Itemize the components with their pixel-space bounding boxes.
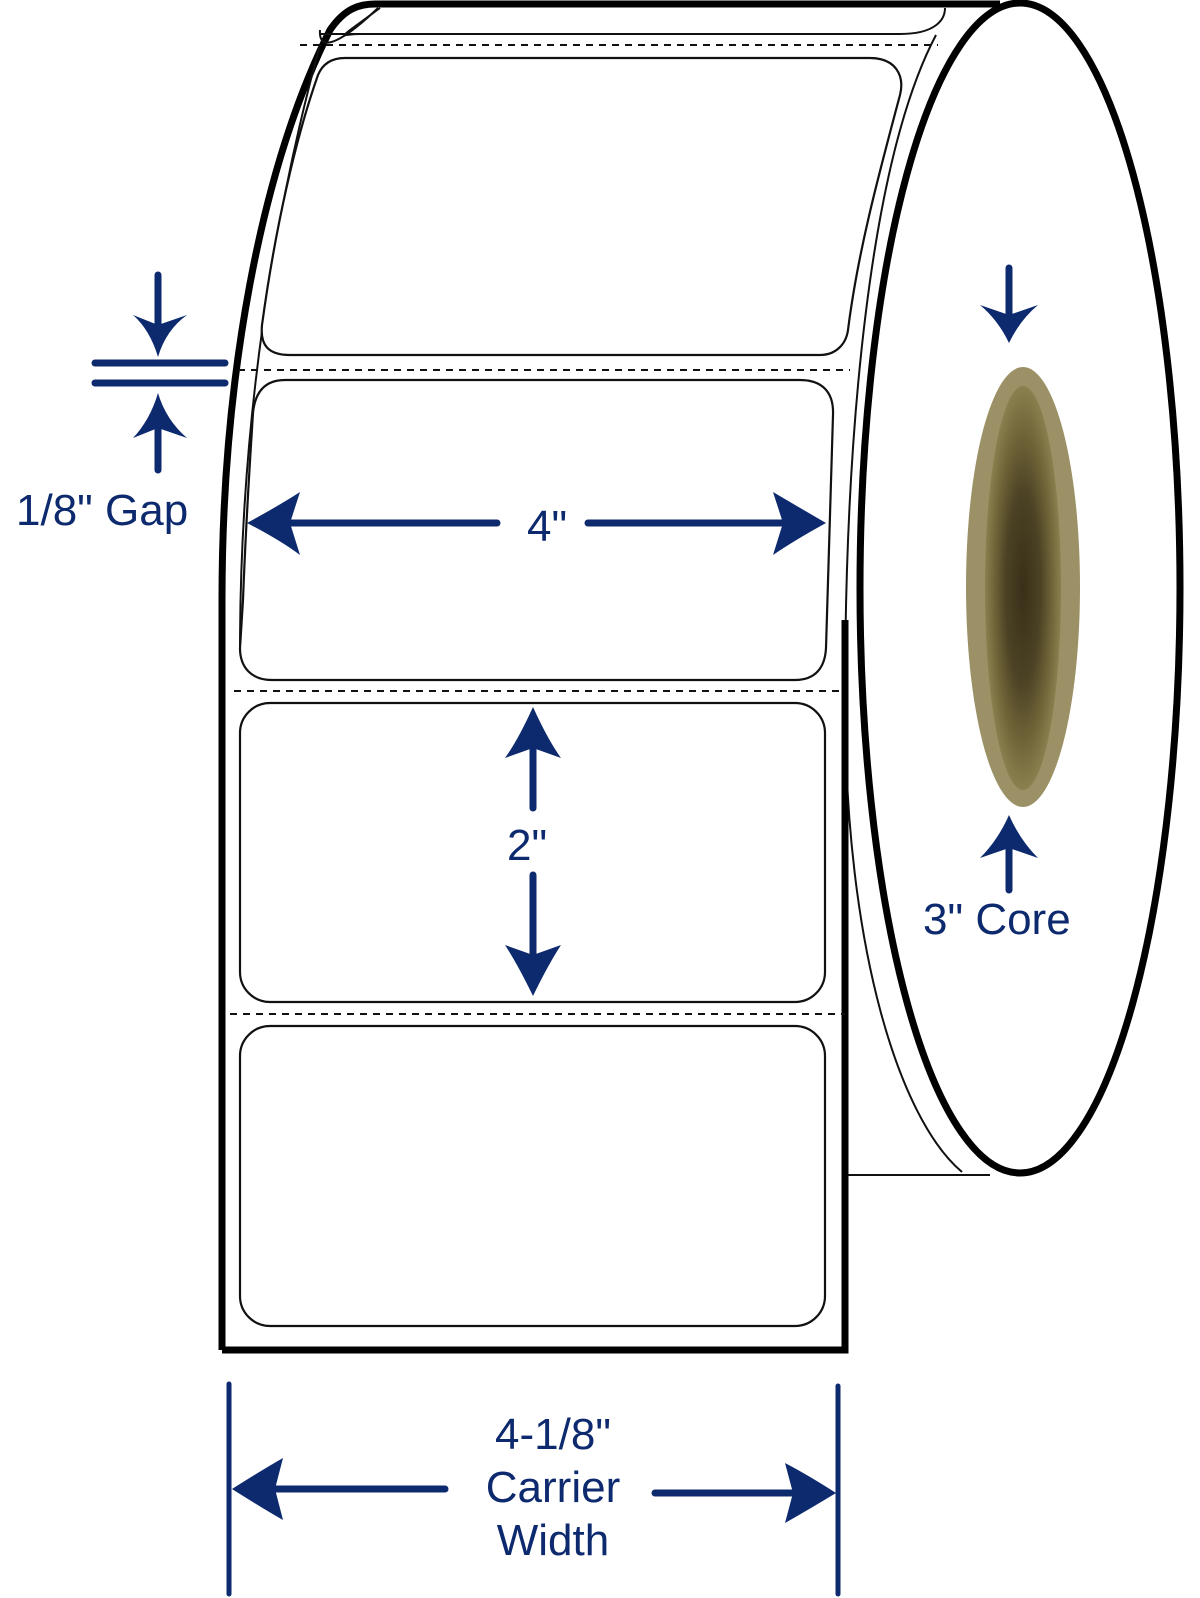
carrier-width-line3: Width (497, 1516, 609, 1565)
gap-label: 1/8" Gap (16, 486, 188, 535)
roll-side-face (843, 0, 1184, 1177)
label-3 (238, 701, 827, 1004)
core-label: 3" Core (923, 895, 1071, 944)
core-inner (985, 386, 1061, 790)
label-1 (260, 56, 903, 357)
label-2 (238, 378, 835, 682)
label-width-text: 4" (527, 502, 567, 551)
carrier-arrow-left-icon (232, 1458, 283, 1520)
gap-dimension: 1/8" Gap (16, 271, 229, 535)
height-arrow-down-icon (505, 945, 561, 996)
width-arrow-left-icon (247, 492, 300, 555)
carrier-arrow-right-icon (785, 1463, 836, 1523)
core-dimension: 3" Core (923, 264, 1071, 944)
carrier-width-value: 4-1/8" (495, 1410, 611, 1459)
label-height-dimension: 2" (505, 707, 561, 996)
label-height-text: 2" (507, 821, 547, 870)
carrier-width-line2: Carrier (486, 1463, 620, 1512)
height-arrow-up-icon (505, 707, 561, 758)
label-web (218, 0, 1000, 1354)
label-partial-top-corner (343, 7, 381, 36)
gap-arrow-down-icon (133, 315, 187, 357)
label-partial-top (318, 7, 946, 44)
web-outline-left (218, 0, 1000, 1350)
label-width-dimension: 4" (247, 492, 826, 555)
carrier-width-dimension: 4-1/8" Carrier Width (226, 1381, 841, 1597)
label-4 (238, 1024, 827, 1328)
width-arrow-right-icon (773, 492, 826, 555)
core-arrow-down-icon (980, 305, 1038, 343)
